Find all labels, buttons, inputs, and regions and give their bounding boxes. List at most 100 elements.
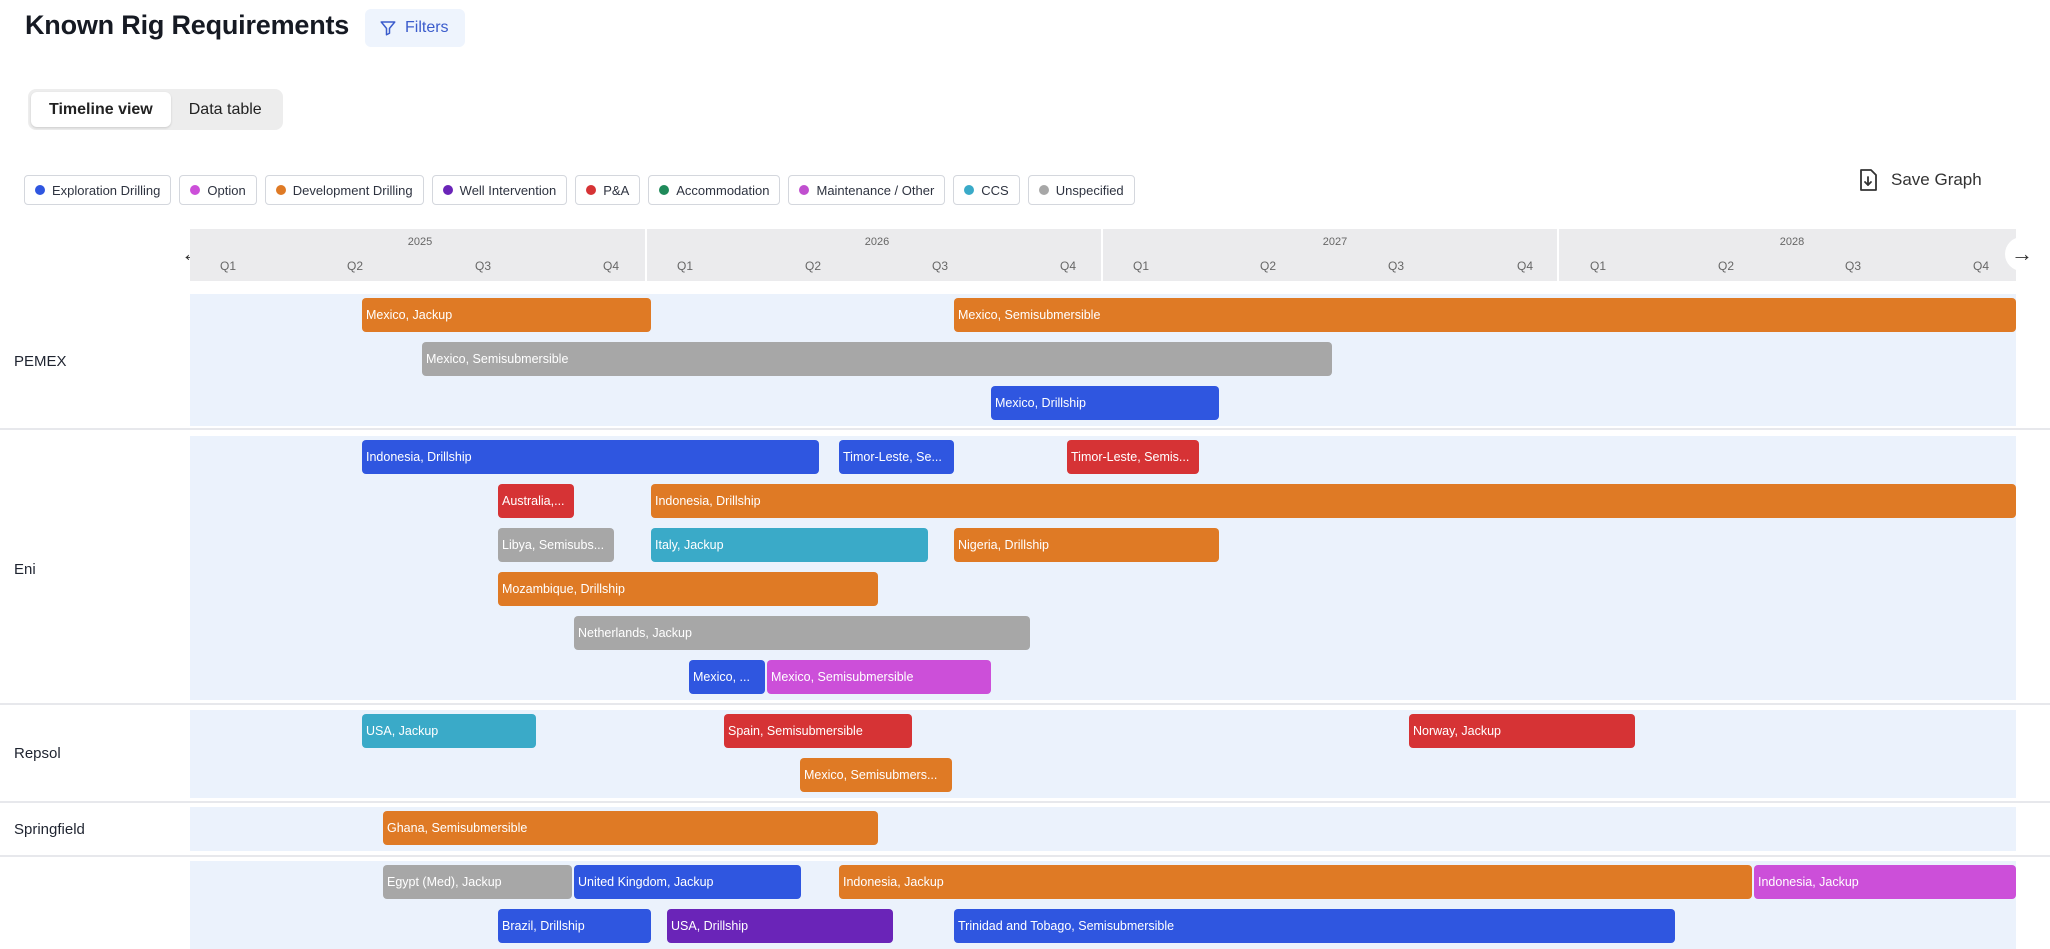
timeline-bar[interactable]: Indonesia, Drillship: [362, 440, 819, 474]
legend-dot: [1038, 185, 1049, 195]
quarter-label: Q3: [475, 259, 492, 273]
timeline-bar[interactable]: Indonesia, Jackup: [1754, 865, 2016, 899]
timeline-bar[interactable]: Timor-Leste, Semis...: [1067, 440, 1199, 474]
timeline-bar[interactable]: Mexico, ...: [689, 660, 765, 694]
quarter-label: Q4: [1517, 259, 1534, 273]
group-row-eni: [190, 436, 2016, 700]
timeline-bar[interactable]: Indonesia, Drillship: [651, 484, 2016, 518]
timeline-bar[interactable]: Egypt (Med), Jackup: [383, 865, 572, 899]
view-toggle: Timeline view Data table: [28, 89, 283, 130]
legend-label: Unspecified: [1055, 182, 1124, 198]
legend-item-maintenance-other[interactable]: Maintenance / Other: [788, 175, 946, 205]
legend: Exploration Drilling Option Development …: [24, 175, 1135, 205]
timeline-bar[interactable]: Netherlands, Jackup: [574, 616, 1030, 650]
timeline-bar[interactable]: Ghana, Semisubmersible: [383, 811, 878, 845]
group-label-springfield: Springfield: [14, 821, 85, 838]
timeline-bar[interactable]: Italy, Jackup: [651, 528, 928, 562]
legend-item-development-drilling[interactable]: Development Drilling: [264, 175, 424, 205]
row-divider: [0, 703, 2050, 705]
year-divider: [1101, 229, 1103, 281]
timeline-bar[interactable]: Mozambique, Drillship: [498, 572, 878, 606]
timeline-bar[interactable]: Australia,...: [498, 484, 574, 518]
legend-item-p-and-a[interactable]: P&A: [575, 175, 641, 205]
filters-label: Filters: [405, 19, 449, 36]
save-graph-button[interactable]: Save Graph: [1857, 168, 1982, 192]
quarter-label: Q4: [1060, 259, 1077, 273]
timeline-next-button[interactable]: →: [2005, 237, 2039, 271]
quarter-label: Q3: [1845, 259, 1862, 273]
timeline-bar[interactable]: Libya, Semisubs...: [498, 528, 614, 562]
timeline-bar[interactable]: United Kingdom, Jackup: [574, 865, 801, 899]
quarter-label: Q2: [1718, 259, 1735, 273]
quarter-label: Q1: [677, 259, 694, 273]
timeline-bar[interactable]: Mexico, Semisubmersible: [767, 660, 991, 694]
year-divider: [645, 229, 647, 281]
timeline-bar[interactable]: Mexico, Semisubmers...: [800, 758, 952, 792]
timeline-bar[interactable]: Timor-Leste, Se...: [839, 440, 954, 474]
timeline-bar[interactable]: USA, Drillship: [667, 909, 893, 943]
timeline-bar[interactable]: Mexico, Semisubmersible: [422, 342, 1332, 376]
legend-dot: [442, 185, 453, 195]
legend-item-well-intervention[interactable]: Well Intervention: [431, 175, 568, 205]
legend-dot: [275, 185, 286, 195]
arrow-right-icon: →: [2011, 241, 2033, 266]
timeline-bar[interactable]: Norway, Jackup: [1409, 714, 1635, 748]
quarter-label: Q4: [603, 259, 620, 273]
page-title: Known Rig Requirements: [25, 10, 350, 40]
legend-item-exploration-drilling[interactable]: Exploration Drilling: [24, 175, 172, 205]
timeline-bar[interactable]: Mexico, Semisubmersible: [954, 298, 2016, 332]
quarter-label: Q4: [1973, 259, 1990, 273]
filter-icon: [380, 21, 396, 36]
year-divider: [1557, 229, 1559, 281]
tab-timeline-view[interactable]: Timeline view: [31, 92, 171, 127]
legend-label: Option: [207, 182, 246, 198]
group-label-eni: Eni: [14, 561, 36, 578]
group-label-pemex: PEMEX: [14, 353, 67, 370]
quarter-label: Q2: [1260, 259, 1277, 273]
row-divider: [0, 801, 2050, 803]
year-label: 2025: [407, 236, 433, 248]
year-label: 2028: [1779, 236, 1805, 248]
quarter-label: Q3: [932, 259, 949, 273]
legend-dot: [35, 185, 45, 195]
timeline-bar[interactable]: Mexico, Jackup: [362, 298, 651, 332]
legend-label: P&A: [603, 182, 630, 198]
legend-item-unspecified[interactable]: Unspecified: [1027, 175, 1135, 205]
row-divider: [0, 855, 2050, 857]
legend-label: Accommodation: [676, 182, 770, 198]
quarter-label: Q1: [1590, 259, 1607, 273]
legend-item-option[interactable]: Option: [179, 175, 257, 205]
quarter-label: Q1: [220, 259, 237, 273]
legend-item-accommodation[interactable]: Accommodation: [648, 175, 781, 205]
quarter-label: Q2: [805, 259, 822, 273]
save-graph-label: Save Graph: [1891, 170, 1982, 189]
timeline-bar[interactable]: USA, Jackup: [362, 714, 536, 748]
legend-dot: [190, 185, 201, 195]
timeline-bar[interactable]: Spain, Semisubmersible: [724, 714, 912, 748]
timeline-bar[interactable]: Mexico, Drillship: [991, 386, 1219, 420]
tab-data-table[interactable]: Data table: [188, 100, 262, 118]
legend-label: Well Intervention: [459, 182, 557, 198]
timeline-bar[interactable]: Nigeria, Drillship: [954, 528, 1219, 562]
timeline-axis: 2025 2026 2027 2028 Q1 Q2 Q3 Q4 Q1 Q2 Q3…: [190, 229, 2016, 281]
legend-dot: [799, 185, 810, 195]
row-divider: [0, 428, 2050, 430]
legend-label: Development Drilling: [292, 182, 413, 198]
legend-dot: [659, 185, 670, 195]
filters-button[interactable]: Filters: [365, 9, 465, 47]
timeline-bar[interactable]: Trinidad and Tobago, Semisubmersible: [954, 909, 1675, 943]
legend-label: CCS: [981, 182, 1009, 198]
download-file-icon: [1860, 169, 1877, 191]
legend-label: Exploration Drilling: [52, 182, 161, 198]
legend-dot: [964, 185, 975, 195]
legend-item-ccs[interactable]: CCS: [953, 175, 1020, 205]
quarter-label: Q1: [1133, 259, 1150, 273]
quarter-label: Q3: [1388, 259, 1405, 273]
group-label-repsol: Repsol: [14, 745, 61, 762]
timeline-bar[interactable]: Brazil, Drillship: [498, 909, 651, 943]
quarter-label: Q2: [347, 259, 364, 273]
year-label: 2027: [1322, 236, 1348, 248]
year-label: 2026: [864, 236, 890, 248]
legend-label: Maintenance / Other: [816, 182, 935, 198]
timeline-bar[interactable]: Indonesia, Jackup: [839, 865, 1752, 899]
